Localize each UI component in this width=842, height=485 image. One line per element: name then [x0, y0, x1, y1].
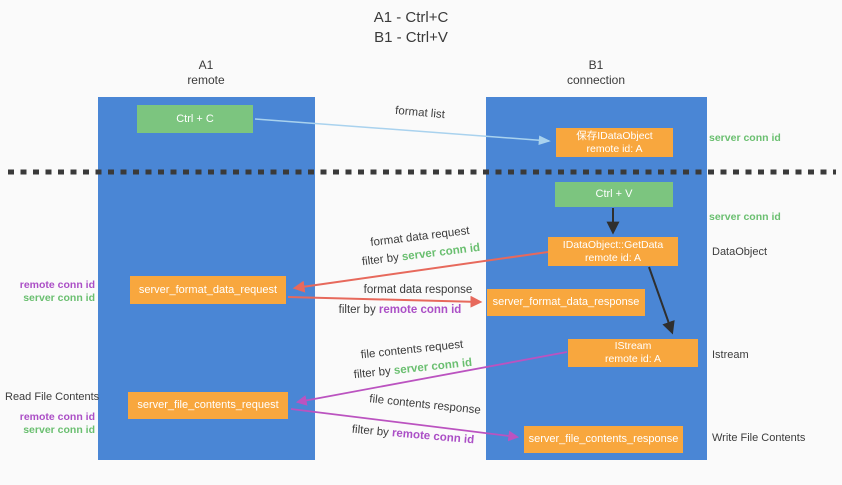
right-server-conn-id-mid: server conn id [709, 211, 781, 223]
filter-by-remote-conn-id-label-2: filter by remote conn id [351, 424, 476, 447]
remote-conn-id-text: remote conn id [378, 304, 462, 316]
title-line-a1: A1 - Ctrl+C [373, 9, 449, 26]
server-file-contents-request-box: server_file_contents_request [128, 392, 288, 419]
ctrl-v-box: Ctrl + V [555, 182, 673, 207]
format-list-label: format list [394, 104, 446, 122]
server-format-data-response-box: server_format_data_response [487, 289, 645, 316]
ctrl-c-label: Ctrl + C [176, 112, 214, 125]
istream-line2: remote id: A [604, 353, 662, 365]
right-server-conn-id-top: server conn id [709, 132, 781, 144]
filter-by-remote-conn-id-label-1: filter by remote conn id [338, 304, 462, 316]
server-conn-id-text: server conn id [393, 356, 473, 377]
istream-box: IStream remote id: A [568, 339, 698, 367]
server-format-data-response-label: server_format_data_response [492, 296, 640, 308]
ctrl-v-label: Ctrl + V [595, 188, 633, 200]
lifeline-header-a1: A1 remote [146, 58, 266, 88]
left-server-conn-id-1: server conn id [23, 292, 95, 304]
server-format-data-request-label: server_format_data_request [138, 283, 278, 296]
filter-by-text: filter by [351, 423, 393, 440]
save-idataobject-box: 保存IDataObject remote id: A [556, 128, 673, 157]
left-read-file-contents-label: Read File Contents [5, 391, 100, 403]
lifeline-header-b1: B1 connection [536, 58, 656, 88]
lifeline-b1-name: B1 [588, 58, 604, 72]
right-write-file-contents-label: Write File Contents [712, 432, 806, 444]
lifeline-b1-subtitle: connection [566, 73, 626, 87]
filter-by-text: filter by [338, 304, 379, 316]
format-data-response-label: format data response [363, 284, 473, 296]
arrow-format-data-response [287, 295, 483, 308]
server-conn-id-text: server conn id [401, 241, 481, 264]
idataobject-getdata-box: IDataObject::GetData remote id: A [548, 237, 678, 266]
save-idataobject-line1: 保存IDataObject [576, 129, 653, 142]
right-dataobject-label: DataObject [712, 246, 768, 258]
file-contents-response-label: file contents response [368, 393, 482, 417]
istream-line1: IStream [614, 340, 652, 352]
server-file-contents-request-label: server_file_contents_request [137, 399, 279, 411]
ctrl-c-box: Ctrl + C [137, 105, 253, 133]
filter-by-text: filter by [353, 365, 395, 382]
save-idataobject-line2: remote id: A [586, 142, 643, 155]
title-line-b1: B1 - Ctrl+V [374, 29, 448, 46]
left-remote-conn-id-2: remote conn id [19, 411, 95, 423]
lifeline-a1-subtitle: remote [187, 73, 225, 87]
diagram-title: A1 - Ctrl+C B1 - Ctrl+V [280, 8, 542, 48]
right-istream-label: Istream [712, 349, 749, 361]
left-server-conn-id-2: server conn id [23, 424, 95, 436]
server-file-contents-response-box: server_file_contents_response [524, 426, 683, 453]
lifeline-a1-name: A1 [198, 58, 214, 72]
remote-conn-id-text: remote conn id [391, 427, 475, 447]
server-file-contents-response-label: server_file_contents_response [528, 433, 679, 445]
left-remote-conn-id-1: remote conn id [19, 279, 95, 291]
getdata-line2: remote id: A [584, 251, 642, 264]
server-format-data-request-box: server_format_data_request [130, 276, 286, 304]
filter-by-text: filter by [361, 251, 403, 269]
getdata-line1: IDataObject::GetData [562, 238, 664, 251]
